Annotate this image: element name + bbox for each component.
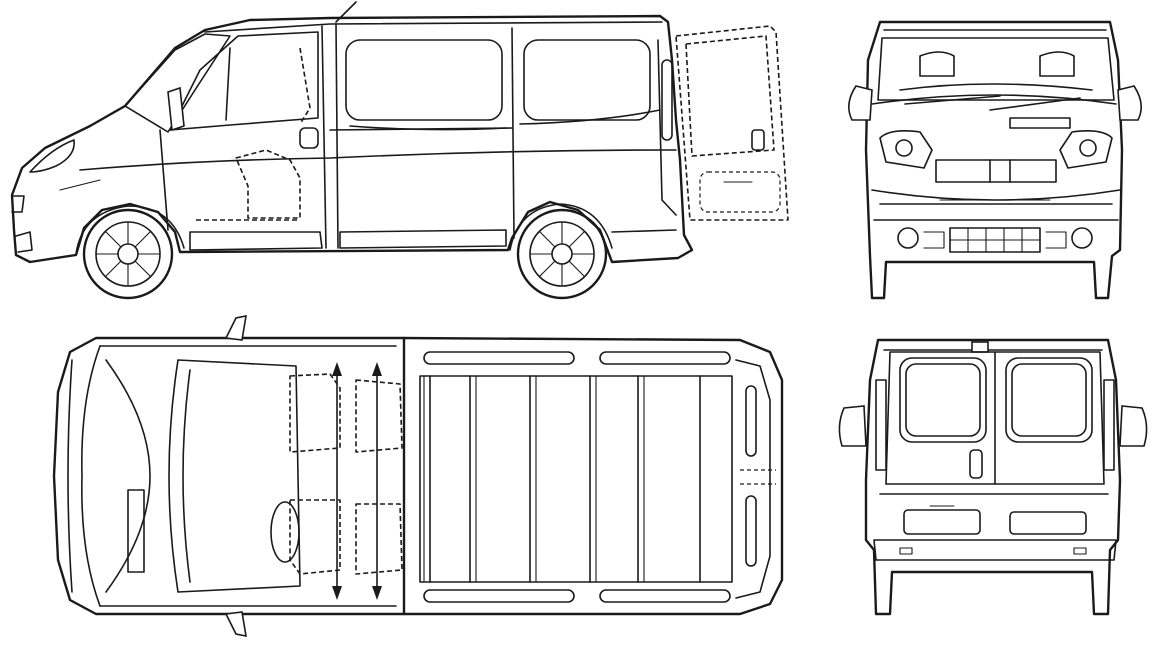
front-windscreen bbox=[877, 37, 1115, 101]
top-mirror-right bbox=[224, 611, 247, 638]
rear-light-top-left bbox=[745, 385, 757, 457]
rear-plate-right bbox=[1009, 511, 1087, 535]
roof-rail-1 bbox=[423, 351, 575, 365]
steering-wheel bbox=[270, 501, 300, 563]
seat-top-right bbox=[289, 499, 341, 575]
hood-badge bbox=[1009, 117, 1071, 129]
front-bumper bbox=[871, 189, 1121, 201]
front-wheel-arch bbox=[75, 205, 185, 255]
rear-view-mirror-right bbox=[1119, 405, 1148, 447]
side-window-1 bbox=[345, 39, 503, 121]
roof-rail-3 bbox=[423, 589, 575, 603]
rear-window-right bbox=[1005, 357, 1093, 443]
roof-rail-2 bbox=[599, 351, 731, 365]
headlight bbox=[29, 139, 75, 173]
upper-grille bbox=[935, 159, 1057, 183]
top-windscreen bbox=[168, 359, 301, 593]
headrest-left bbox=[919, 51, 955, 77]
side-window-2 bbox=[523, 39, 651, 121]
front-door-window bbox=[169, 31, 319, 131]
door-handle bbox=[299, 127, 319, 149]
tail-light-right bbox=[1103, 379, 1115, 471]
rear-light bbox=[661, 59, 673, 141]
headlight-left bbox=[879, 130, 933, 169]
top-mirror-left bbox=[224, 314, 247, 341]
rear-plate-left bbox=[903, 509, 981, 535]
side-body-outline bbox=[10, 14, 694, 264]
side-mirror bbox=[167, 86, 185, 132]
front-view bbox=[848, 20, 1142, 300]
front-view-mirror-left bbox=[848, 85, 873, 121]
front-view-mirror-right bbox=[1117, 85, 1142, 121]
headrest-right bbox=[1039, 51, 1075, 77]
rear-wheel-arch bbox=[509, 203, 613, 251]
roof-line bbox=[204, 21, 663, 33]
fog-light-right bbox=[1071, 227, 1093, 249]
rear-door-plate bbox=[699, 171, 781, 213]
b-pillar bbox=[321, 25, 327, 249]
sliding-door-rear-edge bbox=[511, 27, 515, 239]
rear-light-top-right bbox=[745, 495, 757, 567]
rear-handle bbox=[969, 449, 983, 479]
open-rear-door bbox=[675, 25, 789, 221]
front-wheel bbox=[82, 208, 174, 300]
wipers bbox=[904, 95, 1081, 111]
top-view bbox=[52, 314, 784, 638]
rear-door-handle bbox=[751, 129, 765, 151]
rear-window-left bbox=[899, 357, 987, 443]
roof-badge bbox=[127, 489, 145, 573]
side-sill bbox=[189, 231, 323, 251]
fog-light-left bbox=[897, 227, 919, 249]
rear-body-outline bbox=[864, 338, 1122, 616]
rear-bumper bbox=[873, 539, 1117, 561]
roof-ribs bbox=[429, 375, 701, 583]
seat-top-left bbox=[289, 373, 341, 453]
character-line bbox=[79, 149, 677, 171]
side-view bbox=[10, 1, 789, 300]
driver-seat-hidden bbox=[235, 149, 301, 219]
rear-view-mirror-left bbox=[838, 405, 867, 447]
front-bumper-notch bbox=[11, 195, 25, 213]
top-body-outline bbox=[52, 336, 784, 616]
rear-doors bbox=[885, 351, 1105, 485]
roof-rail-4 bbox=[599, 589, 731, 603]
roof-panel bbox=[419, 375, 733, 583]
rear-wheel bbox=[516, 208, 608, 300]
headlight-right bbox=[1059, 130, 1113, 169]
sliding-door-front-edge bbox=[335, 23, 339, 249]
third-brake-light bbox=[971, 341, 989, 353]
rear-view bbox=[838, 338, 1148, 616]
windscreen bbox=[124, 33, 231, 133]
tail-light-left bbox=[875, 379, 887, 471]
